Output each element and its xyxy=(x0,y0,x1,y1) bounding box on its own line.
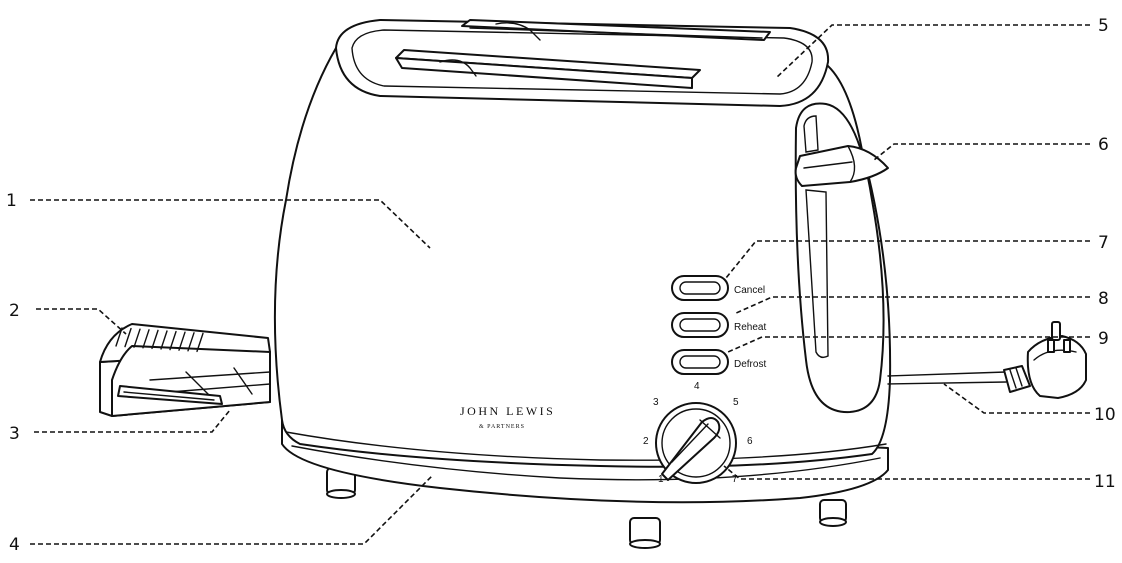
browning-control-dial[interactable] xyxy=(655,402,737,484)
leader-line-11 xyxy=(723,465,1090,480)
reheat-label: Reheat xyxy=(734,322,766,333)
leader-line-4 xyxy=(30,475,433,545)
power-cord xyxy=(887,371,1007,385)
toaster-feet xyxy=(326,467,847,549)
cancel-button[interactable] xyxy=(671,275,729,301)
dial-number-4: 4 xyxy=(694,381,700,392)
callout-5: 5 xyxy=(1098,16,1109,36)
tray-handle[interactable] xyxy=(117,385,223,405)
cancel-label: Cancel xyxy=(734,285,765,296)
dial-number-3: 3 xyxy=(653,397,659,408)
bread-slot-rear xyxy=(461,19,771,41)
brand-sub: & PARTNERS xyxy=(479,424,525,430)
leader-line-6 xyxy=(873,143,1090,161)
leader-line-1 xyxy=(30,199,431,249)
callout-11: 11 xyxy=(1094,472,1116,492)
callout-8: 8 xyxy=(1098,289,1109,309)
defrost-button[interactable] xyxy=(671,349,729,375)
callout-7: 7 xyxy=(1098,233,1109,253)
toaster-body xyxy=(273,47,892,468)
dial-number-6: 6 xyxy=(747,436,753,447)
leader-line-9 xyxy=(727,336,1090,353)
leader-lines xyxy=(30,24,1090,545)
toast-lever[interactable] xyxy=(794,145,889,187)
leader-line-5 xyxy=(775,24,1090,79)
reheat-button[interactable] xyxy=(671,312,729,338)
callout-9: 9 xyxy=(1098,329,1109,349)
dial-number-1: 1 xyxy=(658,474,664,485)
dial-number-5: 5 xyxy=(733,397,739,408)
callout-6: 6 xyxy=(1098,135,1109,155)
callout-4: 4 xyxy=(9,535,20,555)
leader-line-2 xyxy=(36,308,127,335)
crumb-tray[interactable] xyxy=(99,323,271,417)
defrost-label: Defrost xyxy=(734,359,766,370)
leader-line-3 xyxy=(34,409,231,433)
dial-labels: 1 2 3 4 5 6 7 xyxy=(643,381,753,485)
power-plug xyxy=(1003,321,1087,399)
bread-slot-front xyxy=(395,49,701,89)
callout-2: 2 xyxy=(9,301,20,321)
leader-line-10 xyxy=(943,383,1090,414)
leader-line-8 xyxy=(733,296,1090,315)
dial-number-2: 2 xyxy=(643,436,649,447)
dial-number-7: 7 xyxy=(732,474,738,485)
callout-10: 10 xyxy=(1094,405,1116,425)
callout-3: 3 xyxy=(9,424,20,444)
brand-name: JOHN LEWIS xyxy=(460,404,555,418)
callout-1: 1 xyxy=(6,191,17,211)
